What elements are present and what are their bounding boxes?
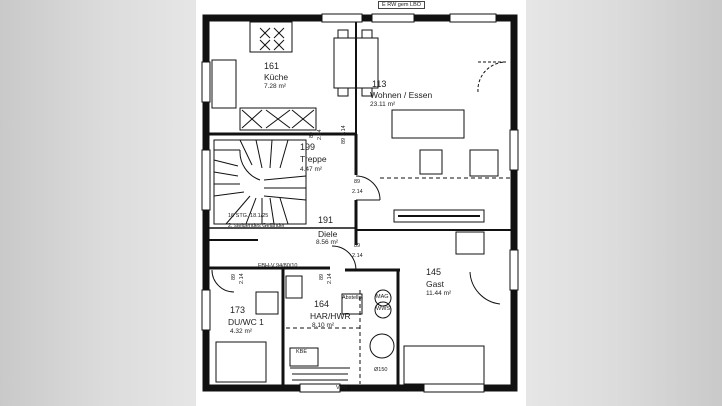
window-top-3 <box>449 13 497 23</box>
window-left-2 <box>201 149 211 211</box>
stair-spec-label: 16 STG. 18.1/25 <box>228 213 269 219</box>
kitchen-name: Küche <box>264 72 289 82</box>
diameter-label: Ø150 <box>374 367 388 373</box>
bath-number: 173 <box>230 305 246 315</box>
hall-area: 8.56 m² <box>316 239 339 246</box>
plan-header-tag: E RW gem LBO <box>378 1 426 9</box>
bath-area: 4.32 m² <box>230 328 253 335</box>
stairs-area: 4.47 m² <box>300 166 323 173</box>
kitchen-counter-bottom <box>239 107 317 131</box>
door-height-6: 2.14 <box>317 129 323 140</box>
living-area: 23.11 m² <box>370 101 396 108</box>
guest-bed <box>403 345 485 385</box>
shower <box>215 341 267 383</box>
door-width-4: 89 <box>319 273 325 280</box>
window-right-1 <box>509 129 519 171</box>
tv-board <box>393 209 485 223</box>
window-top-1 <box>321 13 363 23</box>
window-bottom-2 <box>423 383 485 393</box>
mag-circle <box>374 289 392 307</box>
living-number: 113 <box>372 79 387 89</box>
plan-sheet <box>196 0 526 406</box>
door-swing-stairs <box>355 175 381 201</box>
boiler-circle <box>369 333 395 359</box>
armchair-1 <box>419 149 443 175</box>
staircase <box>213 139 307 225</box>
door-swing-guest <box>469 271 501 305</box>
guest-area: 11.44 m² <box>426 290 452 297</box>
kitchen-counter-left <box>211 59 237 109</box>
wws-circle <box>374 301 392 319</box>
hall-name: Diele <box>318 229 338 239</box>
storage-label: Abstellp. <box>342 295 364 301</box>
wws-label: WWS <box>376 306 391 312</box>
stairs-number: 199 <box>300 142 316 152</box>
kbe-box <box>289 347 319 367</box>
window-left-3 <box>201 289 211 331</box>
door-width-2: 89 <box>354 179 361 185</box>
railing-label: 2. steigendes Geländer <box>228 223 285 229</box>
door-swing-hall <box>331 245 357 271</box>
storage-shelf <box>341 293 363 315</box>
door-height-5: 2.14 <box>239 273 245 284</box>
sofa <box>391 109 465 139</box>
door-width-5: 89 <box>231 273 237 280</box>
dining-table <box>333 37 379 89</box>
hall-number: 191 <box>318 215 334 225</box>
stairs-name: Treppe <box>300 154 327 164</box>
kbe-label: KBE <box>296 349 308 355</box>
door-height-4: 2.14 <box>327 273 333 284</box>
door-swing-bath <box>211 269 235 293</box>
armchair-2 <box>469 149 499 177</box>
utility-area: 8.10 m² <box>312 322 335 329</box>
door-width-3: 89 <box>354 243 361 249</box>
guest-name: Gast <box>426 279 444 289</box>
door-height-3: 2.14 <box>352 253 363 259</box>
door-width-6: 89 <box>309 131 315 138</box>
guest-number: 145 <box>426 267 442 277</box>
living-name: Wohnen / Essen <box>370 90 433 100</box>
window-top-2 <box>371 13 415 23</box>
door-swing-living <box>477 61 507 93</box>
toilet <box>285 275 303 299</box>
vent-label: Vent <box>336 385 348 391</box>
window-left-1 <box>201 61 211 103</box>
utility-name: HAR/HWR <box>310 311 351 321</box>
bath-name: DU/WC 1 <box>228 317 264 327</box>
door-height-2: 2.14 <box>352 189 363 195</box>
washbasin <box>255 291 279 315</box>
kitchen-counter-top <box>249 21 293 53</box>
window-bottom-1 <box>299 383 341 393</box>
utility-number: 164 <box>314 299 330 309</box>
fbh-label: FBH-V 94/80/10 <box>258 263 298 269</box>
kitchen-area: 7.28 m² <box>264 83 287 90</box>
guest-wardrobe <box>455 231 485 255</box>
window-right-2 <box>509 249 519 291</box>
door-width-1: 89 <box>341 137 347 144</box>
blurred-right-margin <box>526 0 722 406</box>
door-height-1: 2.14 <box>341 125 347 136</box>
kitchen-number: 161 <box>264 61 280 71</box>
mag-label: MAG <box>376 294 389 300</box>
blurred-left-margin <box>0 0 196 406</box>
